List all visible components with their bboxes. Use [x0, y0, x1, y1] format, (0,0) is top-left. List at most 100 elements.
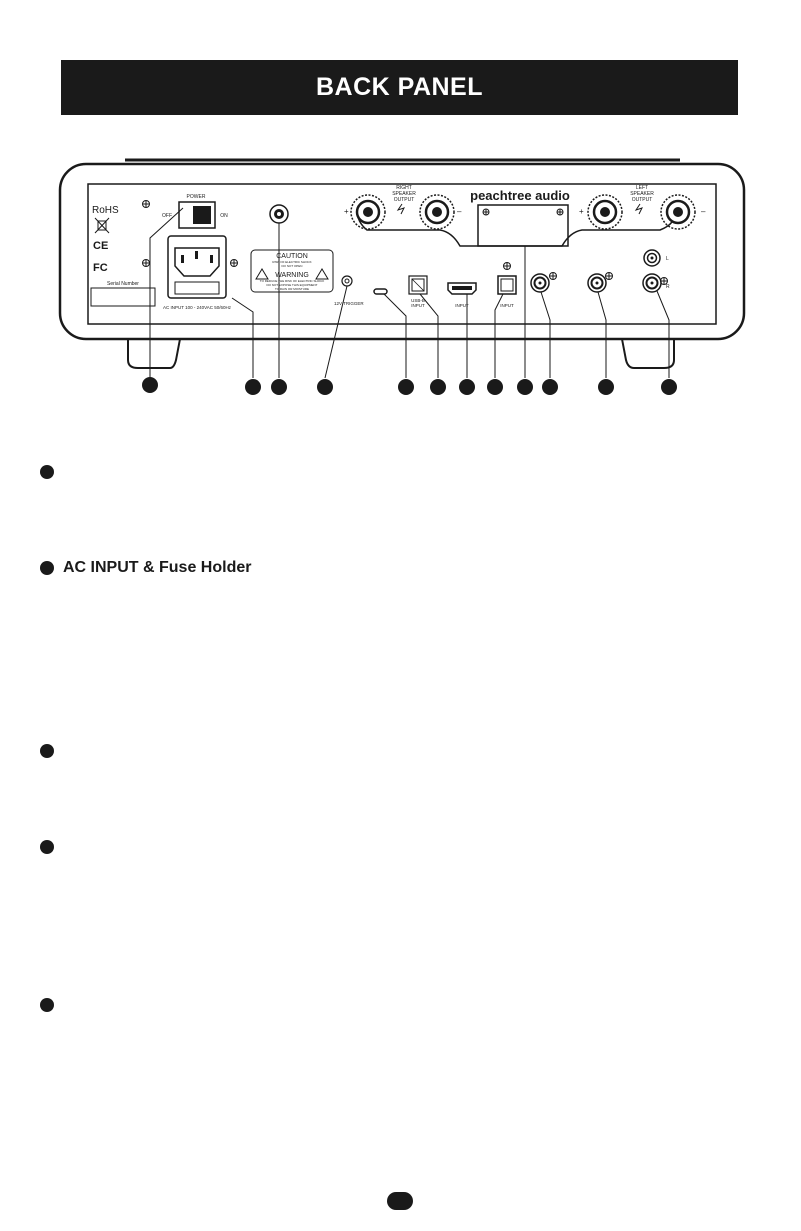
weee-icon [94, 217, 110, 234]
ground-post-icon[interactable] [269, 204, 289, 224]
expansion-slot [477, 204, 569, 247]
hdmi-label: INPUT [455, 303, 469, 308]
warning-line-2: DO NOT EXPOSE THIS EQUIPMENT [266, 283, 317, 287]
warning-line-1: TO REDUCE THE RISK OF ELECTRIC SHOCK [260, 279, 324, 283]
off-label: OFF [162, 213, 172, 219]
screw-icon [230, 259, 238, 267]
usb-b-port-detail [411, 278, 425, 292]
leader-lines [149, 207, 670, 379]
left-minus: – [701, 207, 706, 216]
usb-label-2: INPUT [411, 303, 425, 308]
right-plus-terminal[interactable] [350, 194, 386, 230]
rca-l-label: L [666, 256, 669, 262]
serial-box [90, 287, 156, 307]
usb-label-1: USB-B [411, 298, 425, 303]
section-marker-3 [40, 744, 54, 758]
section-marker-5 [40, 998, 54, 1012]
warning-triangle-icon [255, 268, 269, 280]
chassis-outline [58, 162, 746, 341]
section-marker-1 [40, 465, 54, 479]
fc-mark: FC [93, 262, 108, 274]
callout-dot [142, 377, 158, 393]
ac-inlet-housing [167, 235, 227, 299]
caution-line-2: DO NOT OPEN [282, 264, 303, 268]
brand-logo: peachtree audio [470, 188, 570, 203]
iec-pin [181, 255, 184, 263]
callout-dot [317, 379, 333, 395]
right-plus: + [344, 207, 349, 216]
callout-dot [517, 379, 533, 395]
rca-r-label: R [666, 284, 670, 290]
callout-dot [661, 379, 677, 395]
callout-dot [542, 379, 558, 395]
screw-icon [605, 272, 613, 280]
right-foot [621, 338, 675, 369]
power-label: POWER [187, 194, 206, 200]
shock-triangle-icon [315, 268, 329, 280]
warning-title: WARNING [275, 272, 309, 279]
section-marker-2 [40, 561, 54, 575]
right-spk-line-2: SPEAKER [392, 191, 416, 197]
lightning-icon [634, 203, 643, 215]
screw-icon [503, 262, 511, 270]
back-panel-diagram: RoHS CE FC Serial Number POWER OFF ON AC… [0, 140, 801, 410]
power-switch[interactable] [178, 201, 216, 229]
hdmi-port-inner [452, 286, 472, 290]
right-minus-terminal[interactable] [419, 194, 455, 230]
screw-icon [142, 200, 150, 208]
callout-dot [487, 379, 503, 395]
page-title: BACK PANEL [315, 73, 484, 101]
coax-jack-2[interactable] [587, 273, 607, 293]
rca-jack-left[interactable] [643, 249, 661, 267]
page-number-badge [387, 1192, 413, 1210]
right-minus: – [457, 207, 462, 216]
left-foot [127, 338, 181, 369]
screw-icon [556, 208, 564, 216]
ce-mark: CE [93, 240, 108, 252]
ac-input-label: AC INPUT 100 - 240VAC 50/60Hz [163, 305, 232, 310]
left-plus: + [579, 207, 584, 216]
iec-pin [210, 255, 213, 263]
optical-port-inner [500, 278, 514, 292]
caution-label [250, 249, 334, 293]
left-plus-terminal[interactable] [587, 194, 623, 230]
section-title-2: AC INPUT & Fuse Holder [63, 559, 252, 576]
callout-dot [459, 379, 475, 395]
optical-port[interactable] [497, 275, 517, 295]
callout-dots [142, 377, 677, 395]
serial-label: Serial Number [107, 281, 139, 287]
rohs-mark: RoHS [92, 205, 119, 216]
coax-jack-1[interactable] [530, 273, 550, 293]
warning-line-3: TO RAIN OR MOISTURE [275, 287, 309, 291]
lightning-icon [396, 203, 405, 215]
rca-jack-right[interactable] [642, 273, 662, 293]
left-spk-line-2: SPEAKER [630, 191, 654, 197]
iec-pin [195, 251, 198, 259]
section-marker-4 [40, 840, 54, 854]
terminal-bridge [356, 209, 677, 247]
callout-dot [398, 379, 414, 395]
trigger-label: 12V TRIGGER [334, 301, 364, 306]
iec-socket[interactable] [174, 247, 220, 277]
caution-title: CAUTION [276, 253, 308, 260]
header-banner: BACK PANEL [61, 60, 738, 115]
left-spk-line-1: LEFT [636, 185, 648, 191]
right-spk-line-3: OUTPUT [394, 197, 415, 203]
callout-dot [271, 379, 287, 395]
back-panel-illustration: RoHS CE FC Serial Number POWER OFF ON AC… [58, 158, 746, 395]
caution-line-1: RISK OF ELECTRIC SHOCK [272, 260, 311, 264]
screw-icon [482, 208, 490, 216]
left-spk-line-3: OUTPUT [632, 197, 653, 203]
left-minus-terminal[interactable] [660, 194, 696, 230]
fuse-drawer[interactable] [174, 281, 220, 295]
hdmi-port[interactable] [447, 282, 477, 295]
screw-icon [549, 272, 557, 280]
rear-plate [87, 183, 717, 325]
callout-dot [245, 379, 261, 395]
screw-icon [142, 259, 150, 267]
usb-b-port[interactable] [408, 275, 428, 295]
callout-dot [430, 379, 446, 395]
usb-c-port[interactable] [373, 288, 388, 295]
trigger-jack[interactable] [341, 275, 353, 287]
right-spk-line-1: RIGHT [396, 185, 412, 191]
